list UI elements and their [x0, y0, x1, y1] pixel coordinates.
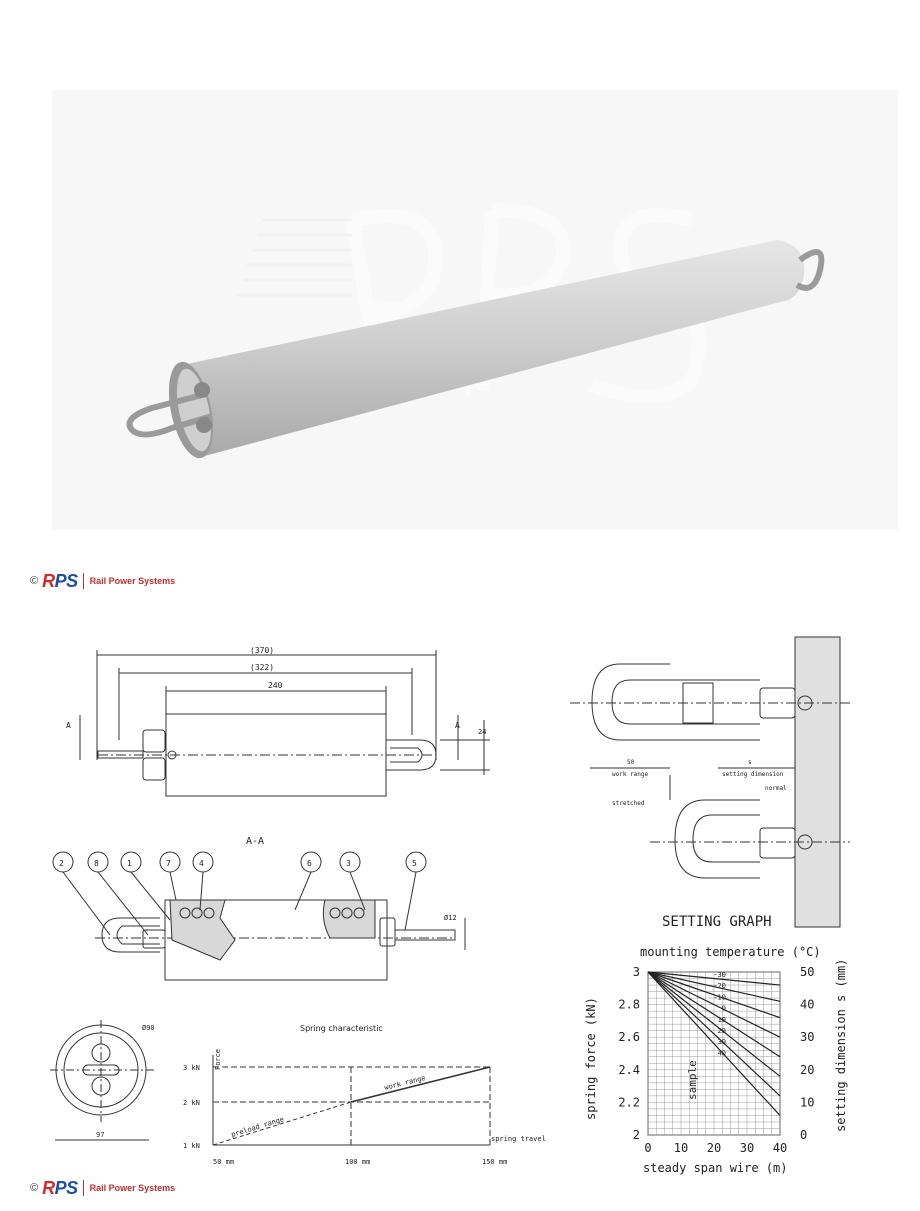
y2-tick-label: 0	[800, 1128, 807, 1142]
y-tick-label: 2.6	[618, 1030, 640, 1044]
temperature-label: -10	[713, 993, 726, 1001]
stretched-label: stretched	[612, 800, 645, 807]
rps-logo-mark: RPS	[42, 1177, 78, 1198]
setting-graph-x-label: steady span wire (m)	[643, 1161, 788, 1175]
setting-graph-top-label: mounting temperature (°C)	[640, 945, 821, 959]
setting-graph-y2-label: setting dimension s (mm)	[834, 959, 848, 1132]
dim-12: Ø12	[444, 914, 457, 922]
tensioner-illustration	[126, 203, 825, 459]
part-number: 8	[94, 859, 99, 868]
y-tick-label: 2.2	[618, 1095, 640, 1109]
spring-x-label: spring travel	[491, 1135, 546, 1143]
company-name: Rail Power Systems	[89, 1183, 176, 1193]
spring-y-label: Force	[214, 1049, 222, 1070]
dim-322: (322)	[250, 663, 274, 672]
y2-tick-label: 40	[800, 998, 814, 1012]
part-number: 1	[127, 859, 132, 868]
work-range-line-label: work range	[384, 1074, 427, 1092]
work-range-label: work range	[612, 771, 649, 778]
spring-y-tick: 3 kN	[183, 1064, 200, 1072]
x-tick-label: 30	[740, 1141, 754, 1155]
setting-graph-title: SETTING GRAPH	[662, 914, 772, 930]
dim-97: 97	[96, 1131, 104, 1139]
product-photo	[52, 90, 898, 530]
series-line	[647, 971, 781, 1077]
series-line	[647, 971, 781, 1058]
technical-drawing: (370) (322) 240 A A 24 A-A Ø12 Ø90 97 2 …	[50, 636, 850, 1175]
spring-x-tick: 100 mm	[345, 1158, 370, 1166]
watermark-stripes	[237, 218, 352, 297]
nut	[196, 417, 212, 433]
logo-divider	[82, 573, 84, 589]
dim-s: s	[748, 759, 752, 766]
copyright-symbol: ©	[30, 1182, 39, 1194]
part-number: 6	[307, 859, 312, 868]
y2-tick-label: 10	[800, 1095, 814, 1109]
dim-370: (370)	[250, 646, 274, 655]
x-tick-label: 10	[674, 1141, 688, 1155]
temperature-label: -20	[713, 982, 726, 990]
spring-x-tick: 50 mm	[213, 1158, 234, 1166]
dim-50: 50	[627, 759, 635, 766]
sample-annotation: sample	[686, 1060, 699, 1100]
y-tick-label: 2.8	[618, 998, 640, 1012]
right-eyebolt	[795, 249, 825, 291]
y-tick-label: 3	[633, 965, 640, 979]
part-number: 7	[166, 859, 171, 868]
x-tick-label: 40	[773, 1141, 787, 1155]
series-line	[647, 971, 781, 1002]
series-line	[647, 971, 781, 1019]
rps-logo-footer: © RPS Rail Power Systems	[30, 1178, 175, 1198]
y2-tick-label: 30	[800, 1030, 814, 1044]
work-line	[350, 1066, 491, 1103]
part-number: 5	[412, 859, 417, 868]
logo-divider	[82, 1180, 84, 1196]
section-marker-right: A	[455, 721, 460, 730]
part-number: 2	[59, 859, 64, 868]
left-u-bolt	[126, 392, 213, 438]
spring-y-tick: 1 kN	[183, 1142, 200, 1150]
tube-body	[182, 240, 805, 458]
spring-y-tick: 2 kN	[183, 1099, 200, 1107]
setting-dimension-label: setting dimension	[722, 771, 784, 778]
temperature-label: 10	[718, 1016, 726, 1024]
temperature-label: -30	[713, 971, 726, 979]
setting-graph: SETTING GRAPH mounting temperature (°C) …	[584, 914, 848, 1175]
normal-label: normal	[765, 785, 787, 792]
mast-section	[794, 636, 841, 928]
x-tick-label: 0	[644, 1141, 651, 1155]
temperature-label: 20	[718, 1027, 726, 1035]
series-line	[647, 971, 781, 1038]
section-marker-left: A	[66, 721, 71, 730]
nut	[194, 382, 210, 398]
spring-chart-title: Spring characteristic	[300, 1024, 383, 1033]
rps-logo: © RPS Rail Power Systems	[30, 571, 175, 591]
dim-240: 240	[268, 681, 283, 690]
y2-tick-label: 20	[800, 1063, 814, 1077]
series-line	[647, 971, 781, 986]
y-tick-label: 2.4	[618, 1063, 640, 1077]
temperature-label: 30	[718, 1038, 726, 1046]
dim-90: Ø90	[142, 1024, 155, 1032]
temperature-label: 0	[722, 1005, 726, 1013]
spring-x-tick: 150 mm	[482, 1158, 507, 1166]
x-tick-label: 20	[707, 1141, 721, 1155]
y2-tick-label: 50	[800, 965, 814, 979]
copyright-symbol: ©	[30, 575, 39, 587]
section-title: A-A	[246, 836, 264, 847]
setting-graph-y-label: spring force (kN)	[584, 997, 598, 1120]
series-line	[647, 971, 781, 1097]
preload-line	[212, 1101, 352, 1146]
series-line	[647, 971, 781, 1116]
rps-logo-mark: RPS	[42, 570, 78, 591]
temperature-label: 40	[718, 1049, 726, 1057]
company-name: Rail Power Systems	[89, 576, 176, 586]
y-tick-label: 2	[633, 1128, 640, 1142]
part-number: 4	[199, 859, 204, 868]
part-number: 3	[346, 859, 351, 868]
dim-24: 24	[478, 728, 486, 736]
preload-label: preload range	[230, 1115, 285, 1139]
